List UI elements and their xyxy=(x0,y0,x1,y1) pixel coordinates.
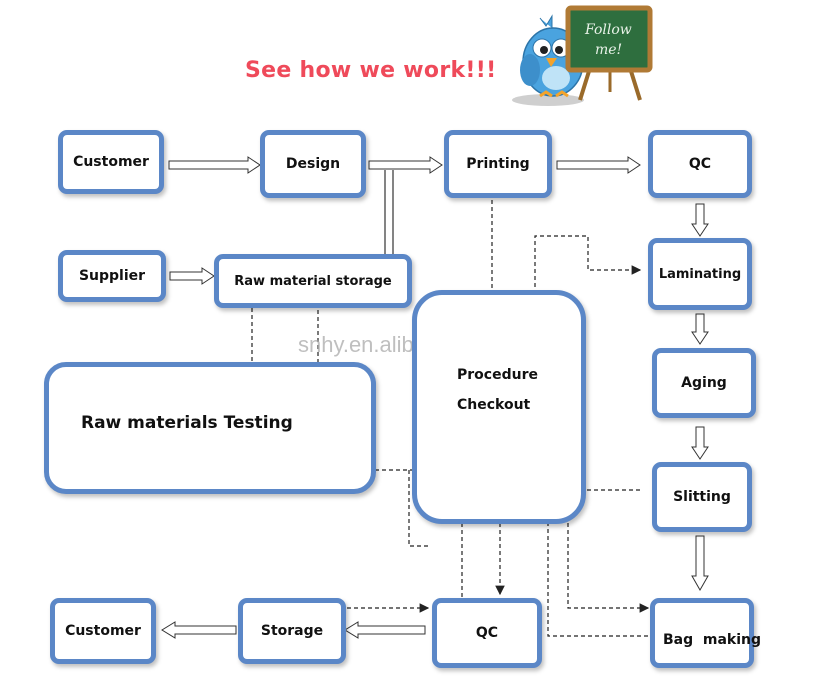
node-design-label: Design xyxy=(285,156,341,172)
node-design: Design xyxy=(260,130,366,198)
node-printing-label: Printing xyxy=(466,156,530,172)
node-aging: Aging xyxy=(652,348,756,418)
node-bag-making: Bag making xyxy=(650,598,761,668)
chalkboard-text-line2: me! xyxy=(595,42,622,58)
node-storage-label: Storage xyxy=(260,623,324,639)
chalkboard-icon: Follow me! xyxy=(565,5,653,101)
chalkboard-text-line1: Follow xyxy=(584,22,632,38)
node-customer-top-label: Customer xyxy=(73,154,149,170)
node-procedure-checkout-line1: Procedure xyxy=(457,367,538,383)
node-slitting: Slitting xyxy=(652,462,752,532)
node-procedure-checkout-line2: Checkout xyxy=(457,397,531,413)
arrow-supplier-to-storage xyxy=(169,267,215,285)
node-customer-bottom-label: Customer xyxy=(65,623,141,639)
node-slitting-label: Slitting xyxy=(673,489,731,505)
arrow-qc-to-storage xyxy=(344,621,426,639)
node-printing: Printing xyxy=(444,130,552,198)
node-storage: Storage xyxy=(238,598,346,664)
node-customer-top: Customer xyxy=(58,130,164,194)
node-aging-label: Aging xyxy=(681,375,727,391)
arrow-customer-to-design xyxy=(168,156,261,174)
node-laminating: Laminating xyxy=(648,238,752,310)
node-raw-materials-testing-label: Raw materials Testing xyxy=(81,413,293,433)
arrow-design-to-printing xyxy=(368,156,443,174)
arrow-laminating-to-aging xyxy=(691,313,709,345)
node-qc-top-label: QC xyxy=(688,156,712,172)
node-raw-material-storage: Raw material storage xyxy=(214,254,412,308)
arrow-storage-to-customer xyxy=(161,621,237,639)
arrow-slitting-to-bagmaking xyxy=(691,535,709,592)
arrow-aging-to-slitting xyxy=(691,426,709,460)
node-raw-materials-testing: Raw materials Testing xyxy=(44,362,376,494)
node-customer-bottom: Customer xyxy=(50,598,156,664)
node-qc-bottom-label: QC xyxy=(475,625,499,641)
node-laminating-label: Laminating xyxy=(658,266,742,282)
node-raw-material-storage-label: Raw material storage xyxy=(234,273,392,289)
node-qc-bottom: QC xyxy=(432,598,542,668)
node-bag-making-label: Bag making xyxy=(663,632,762,648)
node-supplier-label: Supplier xyxy=(78,268,146,284)
dash-procedure-to-laminating xyxy=(534,235,642,294)
node-qc-top: QC xyxy=(648,130,752,198)
arrow-printing-to-qc xyxy=(556,156,641,174)
dash-procedure-to-bagmaking-right xyxy=(547,480,648,637)
dash-slitting-to-bagmaking xyxy=(567,489,650,613)
node-procedure-checkout: Procedure Checkout xyxy=(412,290,586,524)
page-title: See how we work!!! xyxy=(245,58,497,83)
node-supplier: Supplier xyxy=(58,250,166,302)
arrow-qc-to-laminating xyxy=(691,203,709,237)
